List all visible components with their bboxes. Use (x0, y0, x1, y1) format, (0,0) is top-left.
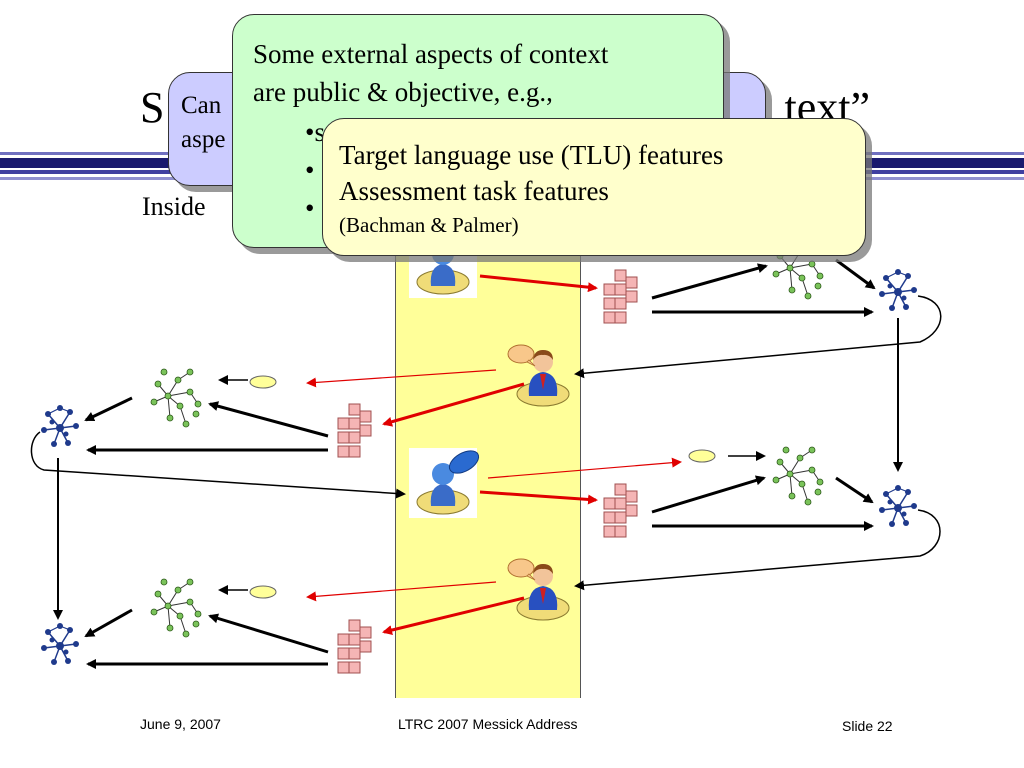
red-arrow (479, 490, 598, 505)
block-tree-icon (337, 619, 372, 674)
arrow (835, 476, 874, 504)
footer-date: June 9, 2007 (140, 716, 221, 732)
talking-person-icon (508, 345, 569, 406)
callout-yellow-line1: Target language use (TLU) features (339, 140, 724, 170)
red-arrow (382, 596, 525, 635)
node-cluster-icon (150, 578, 202, 638)
red-arrow (487, 457, 682, 479)
block-tree-icon (603, 483, 638, 538)
speech-oval-icon (249, 375, 277, 389)
callout-green-bullets: •s • • (305, 113, 325, 227)
speech-bubble-icon (448, 450, 480, 474)
arrow (208, 401, 329, 438)
footer-title: LTRC 2007 Messick Address (398, 716, 578, 732)
red-arrow (479, 274, 598, 293)
callout-yellow-citation: (Bachman & Palmer) (339, 213, 519, 237)
feedback-arrow (574, 295, 942, 379)
slide-number: Slide 22 (842, 718, 893, 734)
arrow (651, 475, 766, 514)
callout-purple-line2: aspe (181, 126, 226, 153)
arrow (84, 608, 133, 638)
network-icon (878, 268, 918, 312)
node-cluster-icon (772, 446, 824, 506)
callout-yellow-line2: Assessment task features (339, 176, 609, 206)
block-tree-icon (603, 269, 638, 324)
network-icon (40, 404, 80, 448)
block-tree-icon (337, 403, 372, 458)
feedback-arrow (30, 431, 406, 499)
feedback-arrow (574, 509, 941, 591)
arrow (835, 258, 876, 290)
node-cluster-icon (150, 368, 202, 428)
red-arrow (306, 581, 497, 602)
speech-oval-icon (688, 449, 716, 463)
arrow (208, 613, 329, 654)
red-arrow (382, 382, 525, 427)
callout-green-line1: Some external aspects of context (253, 39, 609, 69)
red-arrow (306, 369, 497, 388)
talking-person-icon (508, 559, 569, 620)
bullet-item: •s (305, 117, 325, 147)
network-icon (40, 622, 80, 666)
callout-yellow: Target language use (TLU) features Asses… (322, 118, 866, 256)
network-icon (878, 484, 918, 528)
bullet-item: • (305, 155, 315, 185)
arrow (651, 263, 768, 300)
slide-subtitle: Inside (142, 192, 206, 221)
callout-green-line2: are public & objective, e.g., (253, 77, 553, 107)
title-left-fragment: S (140, 83, 165, 132)
bullet-item: • (305, 193, 315, 223)
arrow (84, 396, 133, 422)
speech-oval-icon (249, 585, 277, 599)
callout-purple-line1: Can (181, 92, 222, 119)
